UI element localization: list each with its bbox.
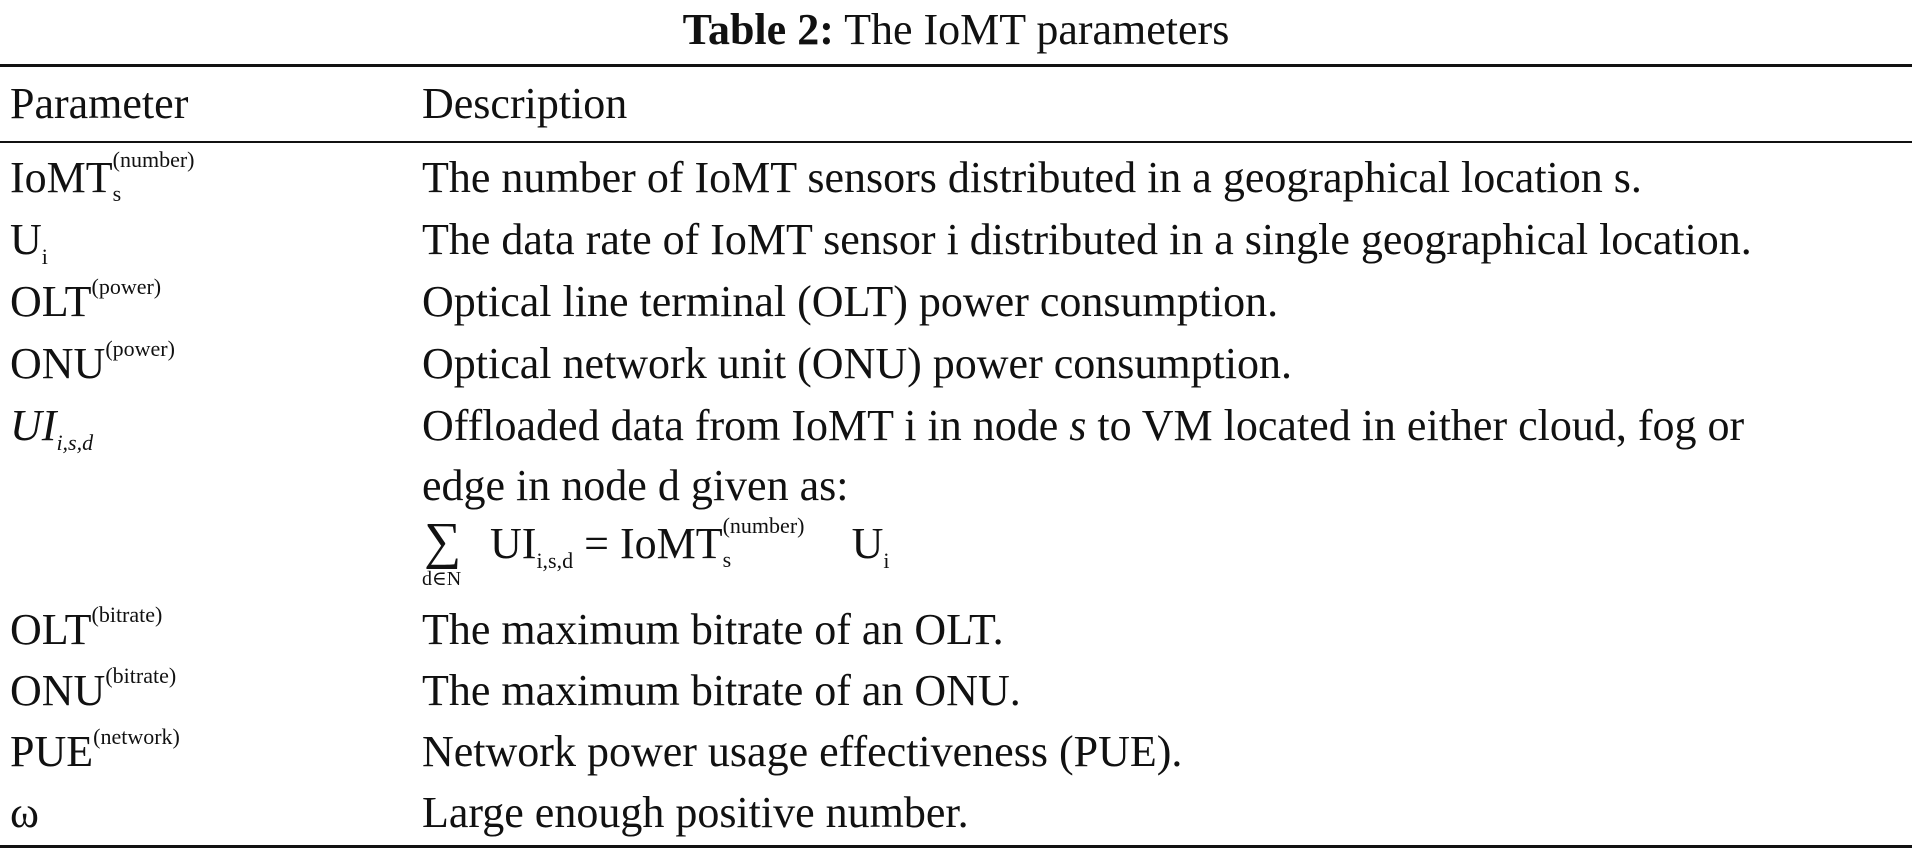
param-olt-power: OLT(power) bbox=[10, 274, 162, 326]
param-ui-isd: UIi,s,d bbox=[10, 401, 94, 455]
header-parameter: Parameter bbox=[10, 79, 189, 128]
desc-u-i: The data rate of IoMT sensor i distribut… bbox=[422, 215, 1752, 264]
desc-onu-power: Optical network unit (ONU) power consump… bbox=[422, 339, 1293, 388]
param-u-i: Ui bbox=[10, 215, 48, 269]
offload-equation: ∑ d∈N UIi,s,d = IoMT(number)s Ui bbox=[422, 513, 890, 590]
desc-ui-isd-line2: edge in node d given as: bbox=[422, 461, 849, 510]
desc-olt-bitrate: The maximum bitrate of an OLT. bbox=[422, 605, 1004, 654]
equation-body: UIi,s,d = IoMT(number)s Ui bbox=[490, 513, 890, 574]
desc-olt-power: Optical line terminal (OLT) power consum… bbox=[422, 277, 1279, 326]
desc-onu-bitrate: The maximum bitrate of an ONU. bbox=[422, 666, 1021, 715]
param-olt-bitrate: OLT(bitrate) bbox=[10, 602, 163, 654]
param-onu-power: ONU(power) bbox=[10, 336, 175, 388]
param-onu-bitrate: ONU(bitrate) bbox=[10, 663, 177, 715]
header-description: Description bbox=[422, 79, 628, 128]
desc-iomt-number: The number of IoMT sensors distributed i… bbox=[422, 153, 1642, 202]
desc-ui-isd-line1: Offloaded data from IoMT i in node s to … bbox=[422, 401, 1745, 450]
param-pue-network: PUE(network) bbox=[10, 724, 180, 776]
table-caption: Table 2: The IoMT parameters bbox=[0, 4, 1912, 56]
desc-omega: Large enough positive number. bbox=[422, 788, 969, 837]
header-rule bbox=[0, 141, 1912, 143]
desc-pue-network: Network power usage effectiveness (PUE). bbox=[422, 727, 1183, 776]
caption-title: The IoMT parameters bbox=[844, 5, 1230, 54]
param-omega: ω bbox=[10, 788, 39, 837]
param-iomt-number: IoMT(number)s bbox=[10, 147, 231, 206]
bottom-rule bbox=[0, 845, 1912, 848]
caption-label: Table 2: bbox=[682, 5, 834, 54]
top-rule bbox=[0, 64, 1912, 67]
summation-symbol: ∑ d∈N bbox=[422, 513, 462, 590]
supsub: (number)s bbox=[112, 147, 195, 206]
